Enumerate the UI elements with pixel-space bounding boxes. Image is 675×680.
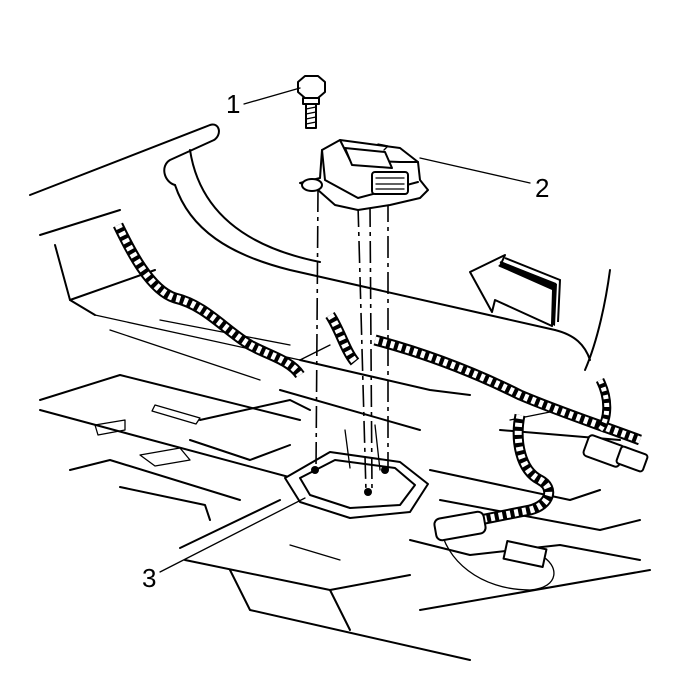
leader-lines <box>159 87 531 573</box>
callout-3-bracket: 3 <box>142 563 156 593</box>
wiring-harness-right <box>373 334 649 591</box>
module-icon <box>299 139 429 211</box>
bolt-icon <box>297 75 326 129</box>
callout-2-module: 2 <box>535 173 549 203</box>
front-of-vehicle-arrow-icon <box>469 254 562 327</box>
callout-1-bolt: 1 <box>226 89 240 119</box>
alignment-lines <box>315 189 389 493</box>
mounting-bracket <box>284 424 429 519</box>
wiring-harness-left <box>113 222 360 379</box>
